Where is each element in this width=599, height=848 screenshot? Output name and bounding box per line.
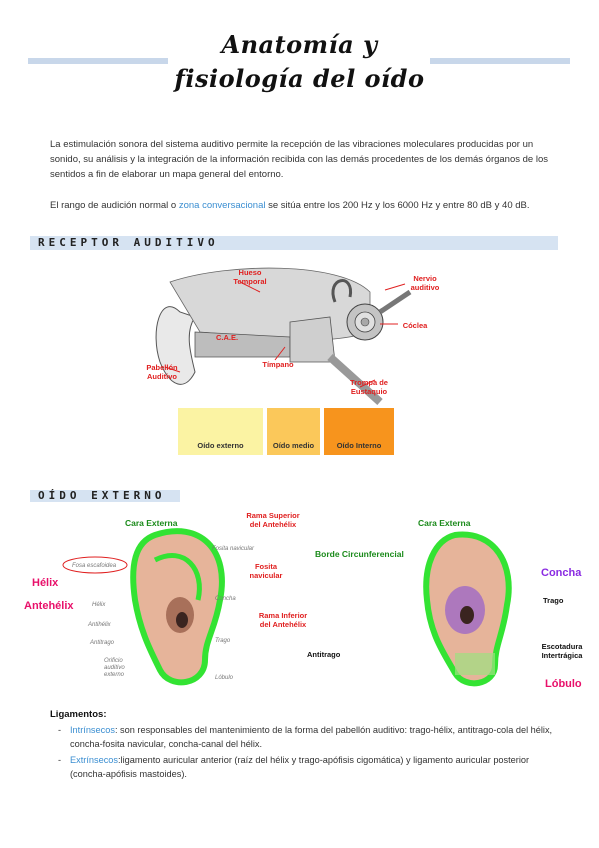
label-antitrago: Antitrago bbox=[307, 650, 341, 659]
small-label-fosa: Fosa escafoidea bbox=[72, 563, 117, 569]
label-concha: Concha bbox=[541, 567, 582, 579]
ligamento-intrinsecos: -Intrínsecos: son responsables del mante… bbox=[58, 723, 565, 751]
label-nervio-auditivo: Nervio auditivo bbox=[410, 274, 440, 292]
small-label-concha: Concha bbox=[215, 596, 236, 602]
label-rama-superior: Rama Superior del Antehélix bbox=[246, 511, 300, 529]
ligamentos-title: Ligamentos: bbox=[50, 709, 107, 720]
section-title-receptor: RECEPTOR AUDITIVO bbox=[38, 236, 219, 249]
label-coclea: Cóclea bbox=[402, 321, 428, 330]
right-ear-illustration bbox=[423, 531, 512, 687]
label-helix: Hélix bbox=[32, 577, 59, 589]
small-label-antihelix: Antihélix bbox=[88, 622, 111, 628]
section-band-externo bbox=[30, 490, 180, 502]
extrinsecos-text: :ligamento auricular anterior (raíz del … bbox=[70, 755, 530, 779]
box-oido-interno: Oído Interno bbox=[324, 408, 394, 455]
label-fosita-navicular: Fosita navicular bbox=[249, 562, 283, 580]
fosa-oval-marker bbox=[62, 556, 128, 574]
section-title-externo: OÍDO EXTERNO bbox=[38, 489, 166, 502]
title-underline-left bbox=[28, 58, 168, 64]
list-dash: - bbox=[58, 755, 62, 765]
label-escotadura: Escotadura Intertrágica bbox=[541, 642, 583, 660]
range-text-end: se sitúa entre los 200 Hz y los 6000 Hz … bbox=[265, 200, 530, 211]
label-rama-inferior: Rama Inferior del Antehélix bbox=[258, 611, 308, 629]
label-hueso-temporal: Hueso Temporal bbox=[233, 268, 267, 286]
intrinsecos-key: Intrínsecos bbox=[70, 725, 115, 735]
label-borde-circunferencial: Borde Circunferencial bbox=[315, 549, 404, 559]
extrinsecos-key: Extrínsecos bbox=[70, 755, 118, 765]
label-trago: Trago bbox=[543, 596, 564, 605]
small-label-lobulo: Lóbulo bbox=[215, 675, 234, 681]
conversational-zone-highlight: zona conversacional bbox=[178, 200, 266, 211]
ligamentos-title-text: Ligamentos bbox=[50, 709, 104, 720]
label-timpano: Tímpano bbox=[262, 360, 294, 369]
section-band-receptor bbox=[30, 236, 558, 250]
small-label-antitrago: Antitrago bbox=[90, 640, 115, 646]
label-lobulo: Lóbulo bbox=[545, 678, 582, 690]
list-dash: - bbox=[58, 725, 62, 735]
label-trompa: Trompa de Eustaquio bbox=[350, 378, 388, 396]
page-title-line1: Anatomía y bbox=[221, 30, 378, 59]
left-label-cara-externa: Cara Externa bbox=[125, 518, 178, 528]
small-label-trago: Trago bbox=[215, 638, 231, 644]
box-oido-externo: Oído externo bbox=[178, 408, 263, 455]
hearing-range-paragraph: El rango de audición normal o zona conve… bbox=[50, 198, 560, 213]
label-pabellon: Pabellón Auditivo bbox=[146, 363, 178, 381]
range-text-start: El rango de audición normal o bbox=[50, 200, 179, 211]
box-oido-medio: Oído medio bbox=[267, 408, 320, 455]
small-label-orificio: Orificio auditivo externo bbox=[104, 658, 125, 678]
ear-anatomy-diagram bbox=[155, 267, 412, 405]
right-label-cara-externa: Cara Externa bbox=[418, 518, 471, 528]
label-cae: C.A.E. bbox=[215, 333, 239, 342]
page-title-line2: fisiología del oído bbox=[174, 64, 425, 93]
intro-paragraph: La estimulación sonora del sistema audit… bbox=[50, 139, 548, 180]
small-label-helix: Hélix bbox=[92, 602, 106, 608]
intrinsecos-text: : son responsables del mantenimiento de … bbox=[70, 725, 553, 749]
label-antehelix: Antehélix bbox=[24, 600, 74, 612]
title-underline-right bbox=[430, 58, 570, 64]
ligamento-extrinsecos: -Extrínsecos:ligamento auricular anterio… bbox=[58, 753, 565, 781]
left-ear-illustration bbox=[130, 528, 225, 686]
small-label-fosita: Fosita navicular bbox=[212, 546, 255, 552]
